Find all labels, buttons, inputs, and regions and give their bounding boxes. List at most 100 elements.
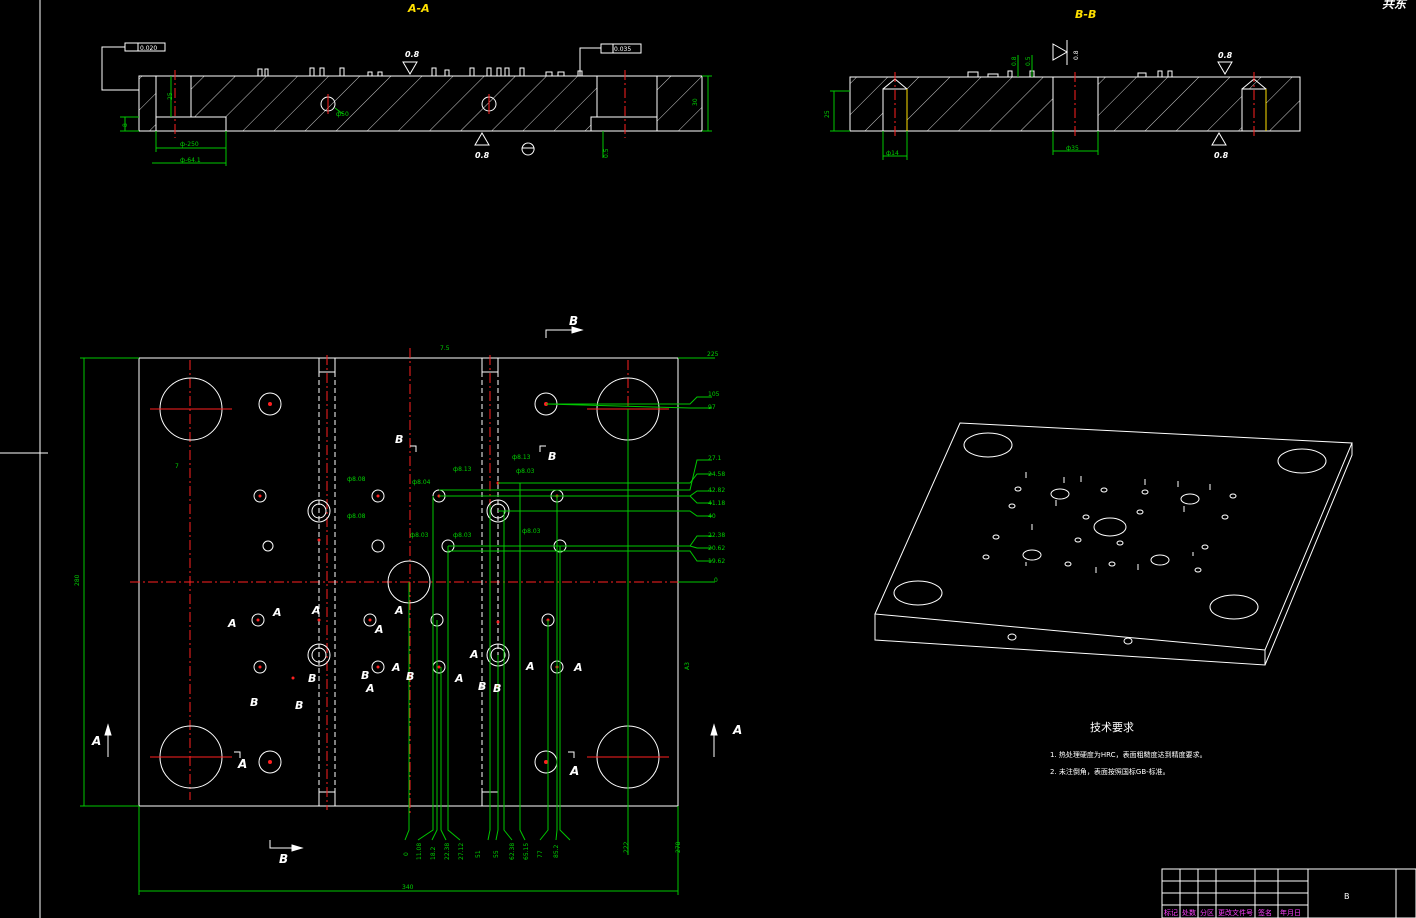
plan-dim-top-right: 225 <box>707 351 719 358</box>
title-block-col: 处数 <box>1182 908 1196 917</box>
bottom-dim-label: 11.08 <box>416 843 423 860</box>
tech-note-item: 2. 未注倒角，表面按照国标GB-标准。 <box>1050 767 1170 776</box>
aa-dim-step: 25 <box>167 92 174 100</box>
title-block-col: 标记 <box>1164 908 1178 917</box>
right-dim-label: 22.38 <box>708 532 725 539</box>
aa-roughness-bottom: 0.8 <box>475 151 490 160</box>
bottom-dim-label: 62.38 <box>509 843 516 860</box>
bottom-dim-label: 51 <box>475 850 482 858</box>
section-letter: A <box>573 661 583 674</box>
section-aa-view: A-A 0.020 0.035 0.8 <box>101 2 712 166</box>
section-letter: B <box>295 699 303 712</box>
bottom-dim-label: 55 <box>493 850 500 858</box>
bottom-dim-label: 278 <box>675 841 682 853</box>
right-dim-label: 20.62 <box>708 545 725 552</box>
aa-roughness-top: 0.8 <box>405 50 420 59</box>
title-block-col: 分区 <box>1200 908 1214 917</box>
hole-callout: ф8.04 <box>412 479 431 486</box>
aa-dim-bore2: ф-64.1 <box>180 157 201 164</box>
section-letter: B <box>250 696 258 709</box>
aa-dim-height: 30 <box>692 98 699 106</box>
flatness-tolerance: 0.020 <box>140 45 157 52</box>
section-aa-counterbore-right <box>590 116 658 132</box>
hole-callout: ф8.03 <box>453 532 472 539</box>
section-aa-counterbore-left <box>155 116 227 132</box>
isometric-view <box>874 422 1353 666</box>
title-block: 标记 处数 分区 更改文件号 签名 年月日 B <box>1161 868 1416 918</box>
section-letter: A <box>732 723 742 737</box>
section-letter: A <box>91 734 101 748</box>
bottom-dim-label: 0 <box>403 852 410 856</box>
right-dim-label: 19.62 <box>708 558 725 565</box>
section-letter: A <box>525 660 535 673</box>
tech-note-item: 1. 热处理硬度为HRC，表面粗糙度达到精度要求。 <box>1050 750 1207 759</box>
bb-dim-small1: 0.8 <box>1011 56 1018 66</box>
title-block-col: 年月日 <box>1280 908 1301 917</box>
hole-callout: ф8.03 <box>522 528 541 535</box>
title-block-col: 签名 <box>1258 908 1272 917</box>
section-letter: B <box>478 680 486 693</box>
right-dimension-labels: 105 97 27.1 24.58 42.82 41.18 40 22.38 2… <box>708 391 725 565</box>
section-letter: B <box>569 314 578 328</box>
hole-callout: ф8.08 <box>347 476 366 483</box>
plan-dim-left-small: 7 <box>175 463 179 470</box>
plan-dim-side-right: A3 <box>684 662 691 670</box>
section-letter: B <box>279 852 288 866</box>
corner-label: 共东 <box>1382 0 1408 11</box>
section-letter: B <box>308 672 316 685</box>
right-dim-label: 27.1 <box>708 455 722 462</box>
bottom-dimension-labels: 0 11.08 18.2 22.38 27.12 51 55 62.38 65.… <box>403 841 682 860</box>
hole-callouts: ф8.08 ф8.08 ф8.04 ф8.13 ф8.13 ф8.03 ф8.0… <box>347 454 541 539</box>
section-letter: A <box>227 617 237 630</box>
section-letter: A <box>365 682 375 695</box>
section-letter: A <box>391 661 401 674</box>
section-letter: B <box>406 670 414 683</box>
section-letter: A <box>394 604 404 617</box>
bb-dim-bore: ф35 <box>1066 145 1079 152</box>
section-bb-title: B-B <box>1075 8 1096 21</box>
plan-dim-right-center: 0 <box>714 577 718 584</box>
section-letter: B <box>548 450 556 463</box>
right-dim-label: 42.82 <box>708 487 725 494</box>
bb-dim-tri: 0.8 <box>1073 50 1080 60</box>
bottom-dim-label: 77 <box>537 850 544 858</box>
section-letter: B <box>395 433 403 446</box>
right-dim-label: 105 <box>708 391 720 398</box>
right-dim-label: 40 <box>708 513 716 520</box>
right-dim-label: 41.18 <box>708 500 725 507</box>
section-letter: A <box>374 623 384 636</box>
bb-dim-small2: 0.5 <box>1025 56 1032 66</box>
hole-callout: ф8.03 <box>516 468 535 475</box>
aa-dim-left: 8 <box>122 123 129 127</box>
plan-dim-top-small: 7.5 <box>440 345 450 352</box>
plan-dim-width: 340 <box>402 884 414 891</box>
bb-dim-pin: ф14 <box>886 150 899 157</box>
right-dim-label: 97 <box>708 404 716 411</box>
plan-view: 280 340 225 7.5 7 0 A3 105 97 27.1 24.58… <box>74 314 742 895</box>
section-letter: A <box>311 604 321 617</box>
section-letter: A <box>469 648 479 661</box>
section-letter: A <box>569 764 579 778</box>
title-block-value: B <box>1344 892 1350 901</box>
section-letters: B B A A B B A A A A A B B B B A A B A A … <box>91 314 742 866</box>
aa-dim-hole: ф50 <box>336 111 349 118</box>
right-dim-label: 24.58 <box>708 471 725 478</box>
bottom-dim-label: 27.12 <box>458 843 465 860</box>
hole-callout: ф8.03 <box>410 532 429 539</box>
technical-notes: 技术要求 1. 热处理硬度为HRC，表面粗糙度达到精度要求。 2. 未注倒角，表… <box>1050 721 1207 776</box>
bottom-dim-label: 222 <box>623 841 630 853</box>
aa-dim-bore1: ф-250 <box>180 141 199 148</box>
section-letter: B <box>493 682 501 695</box>
section-letter: A <box>272 606 282 619</box>
bottom-dim-label: 85.2 <box>553 844 560 858</box>
hole-callout: ф8.13 <box>512 454 531 461</box>
section-bb-view: B-B 共东 0.8 0.8 25 0.8 <box>824 0 1408 160</box>
bb-roughness-top: 0.8 <box>1218 51 1233 60</box>
section-letter: A <box>237 757 247 771</box>
section-letter: B <box>361 669 369 682</box>
tech-notes-title: 技术要求 <box>1090 721 1134 734</box>
title-block-col: 更改文件号 <box>1218 908 1253 917</box>
aa-dim-right: 0.5 <box>603 148 610 158</box>
plan-dim-height: 280 <box>74 574 81 586</box>
